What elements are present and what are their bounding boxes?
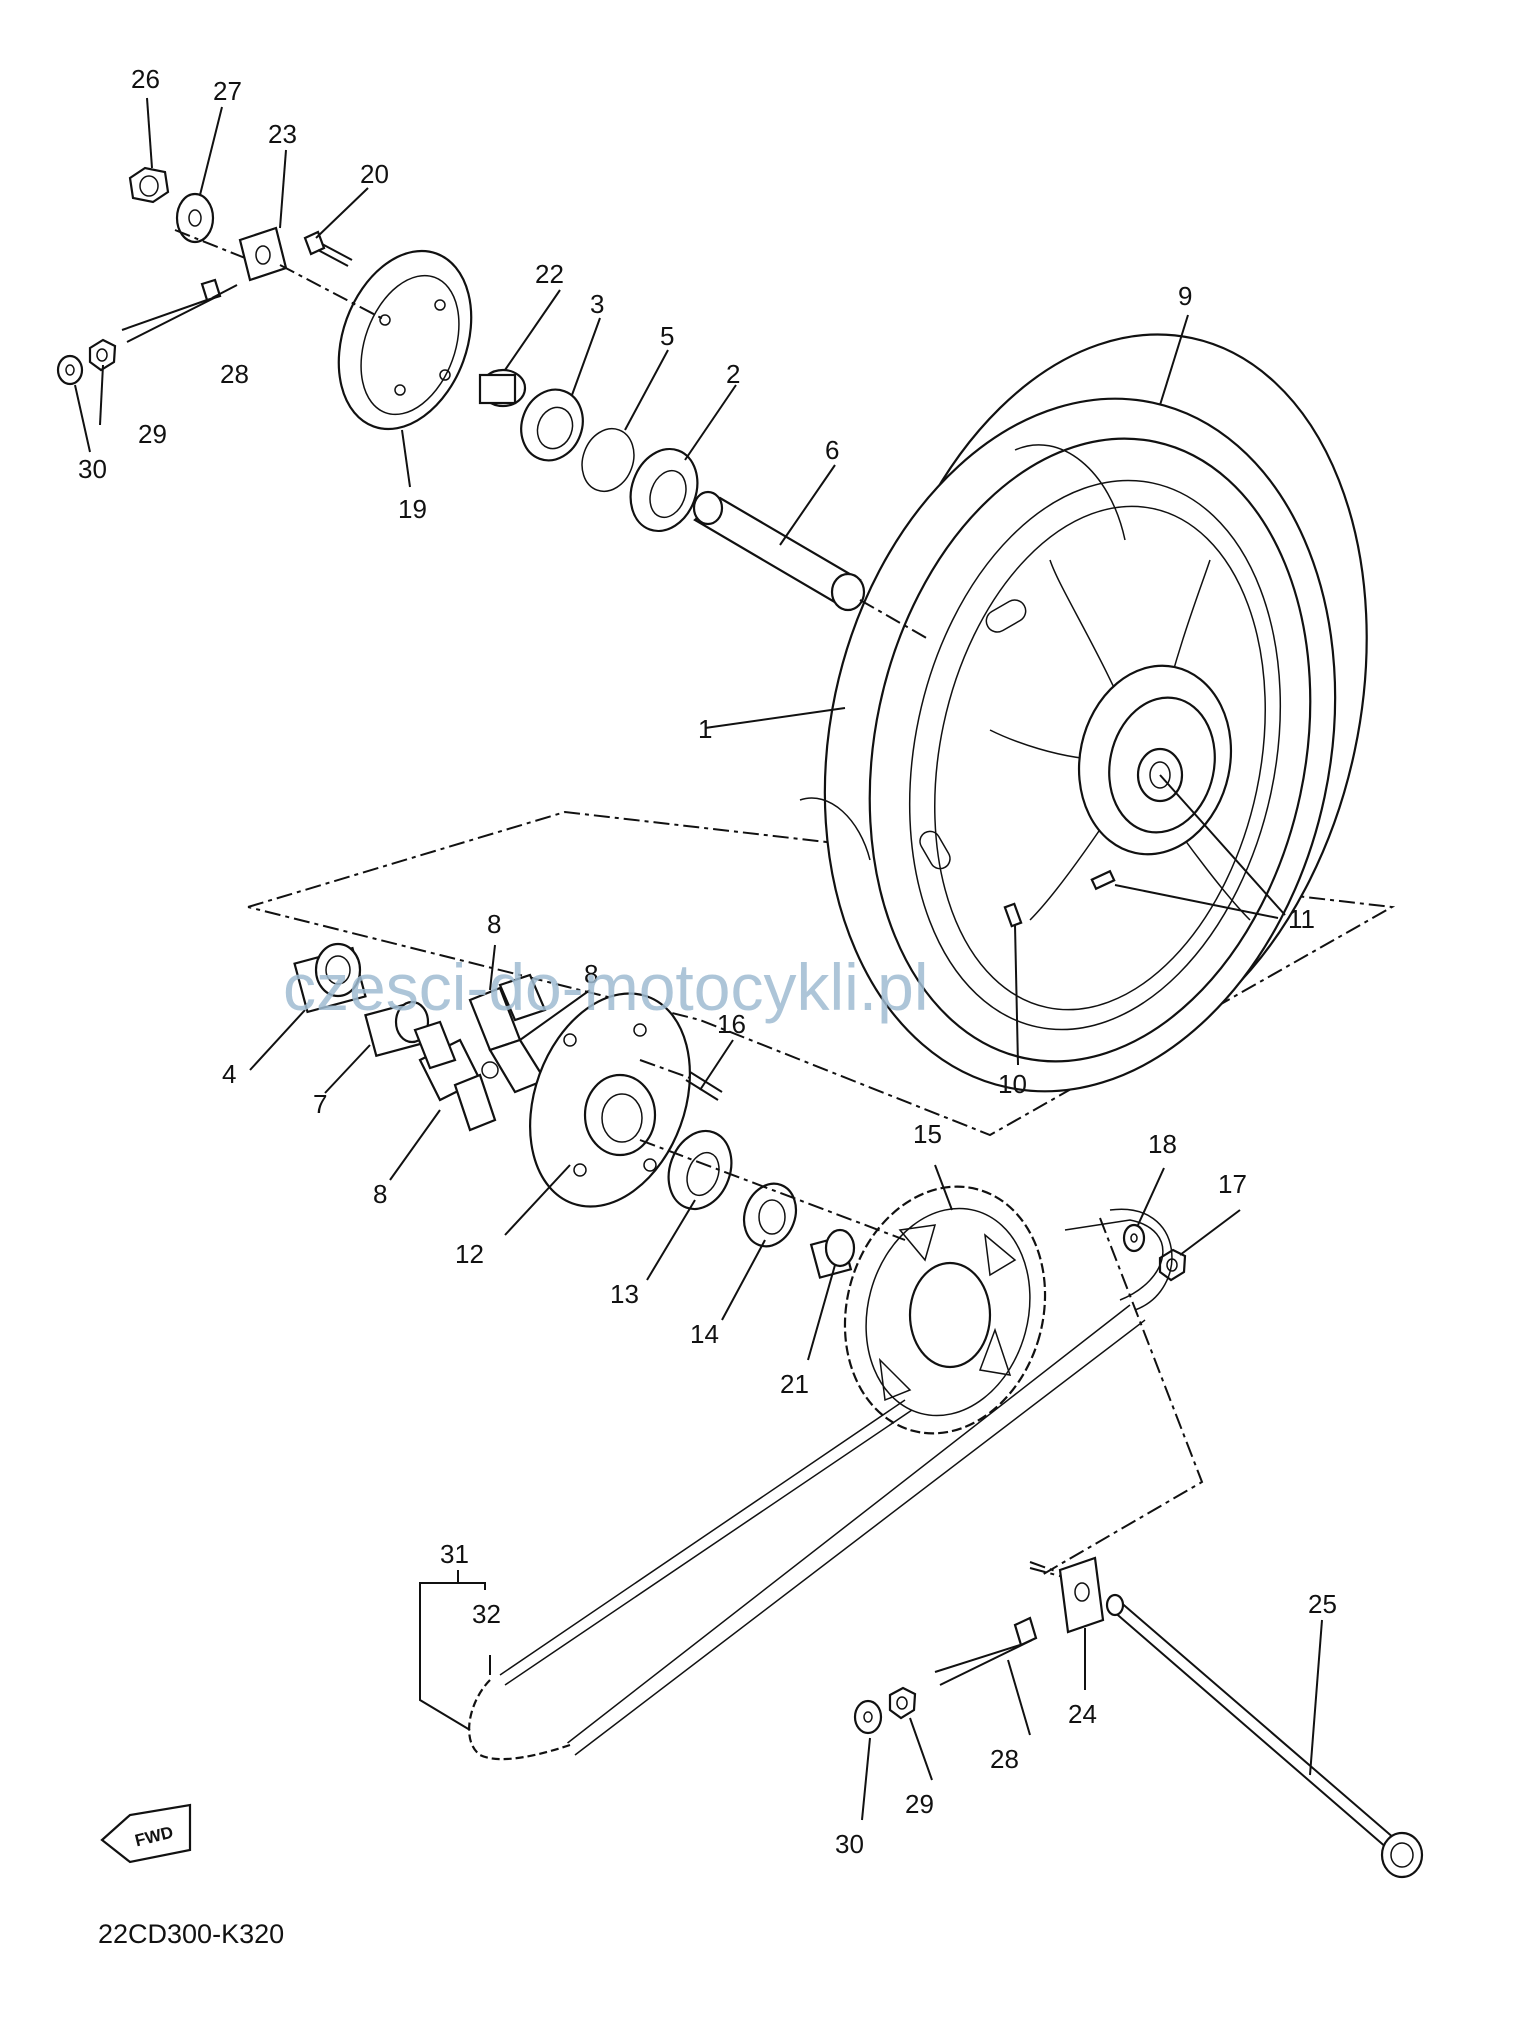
callout-10: 10 <box>998 1069 1027 1099</box>
callout-labels: 1 2 3 4 5 6 7 8 8 8 9 10 11 12 13 14 15 … <box>78 64 1337 1859</box>
bearing-2 <box>629 447 699 533</box>
collar-22 <box>478 368 527 408</box>
callout-4: 4 <box>222 1059 236 1089</box>
callout-29a: 29 <box>138 419 167 449</box>
callout-5: 5 <box>660 321 674 351</box>
callout-6: 6 <box>825 435 839 465</box>
clutch-hub-12 <box>529 992 691 1208</box>
callout-26: 26 <box>131 64 160 94</box>
callout-16: 16 <box>717 1009 746 1039</box>
callout-12: 12 <box>455 1239 484 1269</box>
collar-21 <box>809 1228 856 1279</box>
adjuster-bolt-28b <box>934 1616 1038 1686</box>
axis-line-top <box>174 229 246 259</box>
washer-27 <box>175 192 215 244</box>
callout-8c: 8 <box>373 1179 387 1209</box>
watermark: czesci-do-motocykli.pl <box>283 950 929 1024</box>
callout-17: 17 <box>1218 1169 1247 1199</box>
brake-caliper-bracket-19 <box>337 249 473 431</box>
nut-29b <box>888 1686 917 1720</box>
callout-18: 18 <box>1148 1129 1177 1159</box>
drive-chain <box>468 1208 1173 1761</box>
fwd-arrow-icon: FWD <box>100 1803 192 1864</box>
callout-32: 32 <box>472 1599 501 1629</box>
leader-lines <box>74 97 1323 1821</box>
adjuster-plate-24 <box>1058 1556 1105 1634</box>
callout-9: 9 <box>1178 281 1192 311</box>
callout-24: 24 <box>1068 1699 1097 1729</box>
nut-17 <box>1158 1248 1187 1282</box>
rear-axle-25 <box>1105 1593 1424 1879</box>
callout-2: 2 <box>726 359 740 389</box>
callout-7: 7 <box>313 1089 327 1119</box>
callout-21: 21 <box>780 1369 809 1399</box>
callout-30a: 30 <box>78 454 107 484</box>
washer-30 <box>56 354 84 386</box>
callout-20: 20 <box>360 159 389 189</box>
callout-8b: 8 <box>584 959 598 989</box>
axis-line-sprocket <box>639 1139 906 1241</box>
drawing-code: 22CD300-K320 <box>98 1919 284 1949</box>
callout-28b: 28 <box>990 1744 1019 1774</box>
callout-1: 1 <box>698 714 712 744</box>
callout-13: 13 <box>610 1279 639 1309</box>
rear-wheel <box>799 333 1368 1093</box>
callout-3: 3 <box>590 289 604 319</box>
callout-30b: 30 <box>835 1829 864 1859</box>
axis-line-caliper <box>279 264 386 321</box>
spacer-6 <box>692 490 866 612</box>
washer-18 <box>1122 1223 1146 1253</box>
axis-line-spacer <box>859 599 931 641</box>
nut-29 <box>88 338 117 372</box>
chain-assembly-outline <box>1039 1217 1204 1577</box>
callout-19: 19 <box>398 494 427 524</box>
bolt-20 <box>303 230 353 267</box>
callout-11: 11 <box>1288 904 1315 934</box>
oil-seal-3 <box>520 388 584 462</box>
bearing-4 <box>293 942 367 1014</box>
stud-bolt-16 <box>685 1071 723 1101</box>
adjuster-bolt-28 <box>121 278 222 343</box>
callout-23: 23 <box>268 119 297 149</box>
callout-15: 15 <box>913 1119 942 1149</box>
collar-7 <box>364 1000 430 1058</box>
callout-28a: 28 <box>220 359 249 389</box>
callout-14: 14 <box>690 1319 719 1349</box>
axis-line-stud <box>639 1059 691 1079</box>
callout-31: 31 <box>440 1539 469 1569</box>
bearing-13 <box>667 1129 733 1211</box>
washer-30b <box>853 1699 883 1735</box>
axis-line-plate <box>1029 1561 1059 1573</box>
callout-22: 22 <box>535 259 564 289</box>
sprocket-15 <box>843 1185 1047 1435</box>
circlip-5 <box>581 427 635 493</box>
callout-8a: 8 <box>487 909 501 939</box>
nut-26 <box>128 166 170 204</box>
callout-29b: 29 <box>905 1789 934 1819</box>
callout-27: 27 <box>213 76 242 106</box>
adjuster-plate-23 <box>238 226 288 282</box>
damper-8 <box>413 973 547 1132</box>
oil-seal-14 <box>742 1182 798 1248</box>
callout-25: 25 <box>1308 1589 1337 1619</box>
